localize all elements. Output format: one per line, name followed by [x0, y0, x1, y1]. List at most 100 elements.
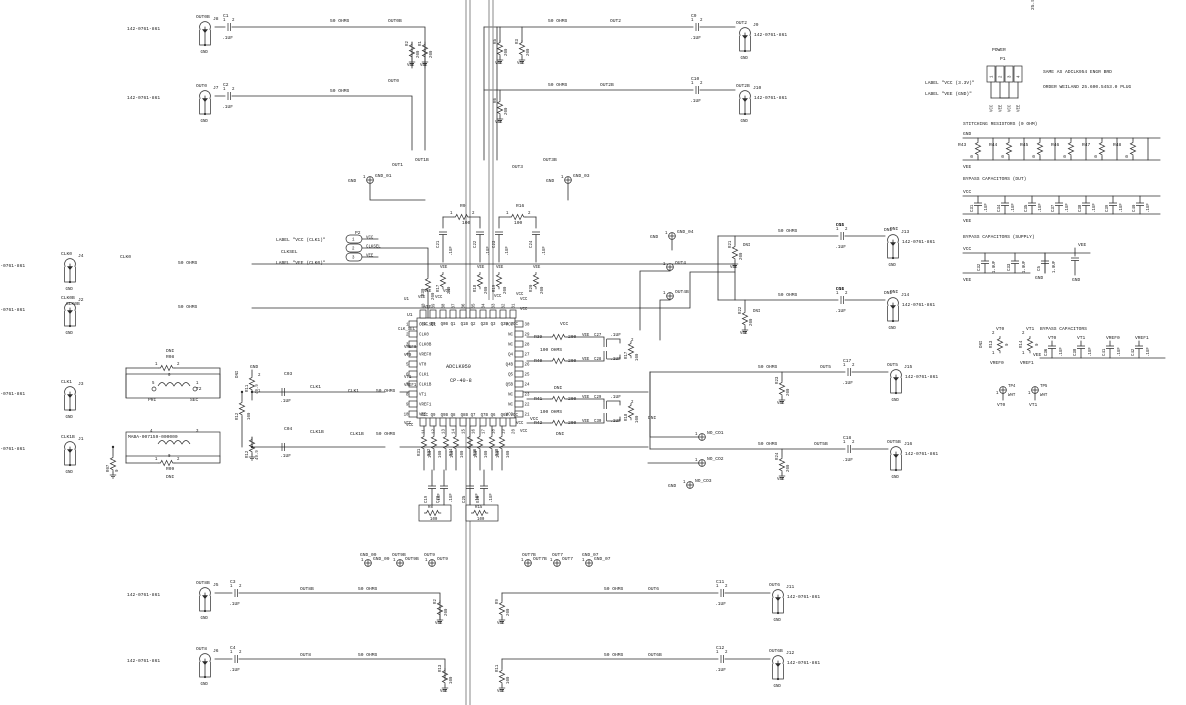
- svg-text:2: 2: [472, 212, 475, 216]
- svg-text:STITCHING RESISTORS (0 OHM): STITCHING RESISTORS (0 OHM): [963, 121, 1037, 127]
- svg-text:VCC: VCC: [963, 189, 972, 195]
- svg-text:VCC: VCC: [963, 246, 972, 252]
- svg-text:1: 1: [663, 292, 666, 296]
- svg-text:6: 6: [406, 374, 409, 378]
- svg-text:OUT3B: OUT3B: [543, 157, 557, 163]
- svg-text:.1UF: .1UF: [229, 667, 240, 673]
- net-label: OUT2: [610, 18, 621, 24]
- svg-text:1: 1: [663, 263, 666, 267]
- svg-text:0: 0: [970, 154, 973, 160]
- svg-text:C16: C16: [836, 286, 845, 292]
- svg-text:1: 1: [155, 458, 158, 462]
- sma-connector[interactable]: GNDCLK1J3142-0761-861: [0, 379, 84, 420]
- svg-text:CLK_SEL: CLK_SEL: [398, 328, 416, 332]
- svg-text:1: 1: [352, 239, 355, 243]
- svg-text:Q9B: Q9B: [441, 414, 449, 418]
- ic-pin-left: 7 CLK1B: [406, 380, 432, 388]
- svg-text:200: 200: [740, 252, 744, 260]
- svg-text:C20: C20: [437, 495, 441, 503]
- svg-text:27: 27: [525, 354, 530, 358]
- sma-connector[interactable]: GNDCLK0BJ2142-0761-861: [0, 295, 84, 336]
- svg-text:200: 200: [448, 286, 452, 294]
- svg-text:7: 7: [406, 384, 409, 388]
- svg-text:VCC: VCC: [520, 430, 528, 434]
- svg-text:VCC: VCC: [530, 416, 539, 422]
- sma-connector[interactable]: GNDCLK1BJ1142-0761-861: [0, 434, 84, 475]
- svg-text:GND: GND: [892, 476, 900, 480]
- svg-text:BYPASS CAPACITORS (SUPPLY): BYPASS CAPACITORS (SUPPLY): [963, 234, 1035, 240]
- svg-text:.1UF: .1UF: [835, 308, 846, 314]
- svg-text:.1UF: .1UF: [835, 244, 846, 250]
- svg-text:.1UF: .1UF: [450, 493, 454, 503]
- svg-text:Q6B: Q6B: [501, 414, 509, 418]
- svg-text:R6: R6: [494, 98, 498, 103]
- svg-text:4: 4: [150, 430, 153, 434]
- ic-package-label: CP-40-8: [450, 378, 472, 384]
- svg-text:OUT9: OUT9: [437, 556, 448, 562]
- sma-connector[interactable]: GNDCLK0J4142-0761-861: [0, 251, 84, 292]
- p1-power-header[interactable]: POWERP125.531.3435.01VCC2VEE3VCC4VEELABE…: [925, 0, 1131, 112]
- svg-text:C29: C29: [594, 396, 602, 400]
- svg-text:.1UF: .1UF: [1060, 347, 1064, 357]
- svg-text:R5: R5: [494, 39, 498, 44]
- svg-text:.1UF: .1UF: [1089, 347, 1093, 357]
- net-label: CLK1B: [350, 431, 364, 437]
- svg-text:VEE: VEE: [497, 690, 505, 694]
- svg-text:CLK1B: CLK1B: [310, 429, 324, 435]
- svg-text:142-0761-861: 142-0761-861: [127, 26, 160, 32]
- svg-text:142-0761-861: 142-0761-861: [787, 660, 820, 666]
- svg-text:C39: C39: [1106, 204, 1110, 212]
- svg-text:GND: GND: [201, 51, 209, 55]
- svg-text:Q4: Q4: [508, 354, 513, 358]
- svg-text:CLK1: CLK1: [61, 379, 72, 385]
- svg-text:R44: R44: [989, 142, 998, 148]
- svg-text:100: 100: [439, 450, 443, 458]
- svg-text:J9: J9: [753, 22, 759, 28]
- svg-text:R19: R19: [493, 284, 497, 292]
- svg-text:SAME AS ADCLK954 ENGR BRD: SAME AS ADCLK954 ENGR BRD: [1043, 69, 1112, 75]
- svg-text:.1UF: .1UF: [280, 453, 291, 459]
- svg-text:CLK1B: CLK1B: [419, 384, 432, 388]
- svg-text:P1: P1: [1000, 56, 1006, 62]
- svg-text:R8: R8: [428, 506, 433, 510]
- svg-text:.1UF: .1UF: [985, 203, 989, 213]
- svg-text:VT1: VT1: [1029, 402, 1038, 408]
- svg-text:VEE: VEE: [496, 266, 504, 270]
- svg-text:1: 1: [230, 651, 233, 655]
- net-label: 50 OHMS: [178, 304, 198, 310]
- svg-text:C26: C26: [477, 495, 481, 503]
- stitching-resistor-bank: STITCHING RESISTORS (0 OHM)GNDVEER430R44…: [958, 121, 1161, 170]
- svg-text:GND: GND: [66, 288, 74, 292]
- svg-text:100: 100: [475, 450, 479, 458]
- net-label: 50 OHMS: [548, 18, 568, 24]
- svg-text:Q7B: Q7B: [481, 414, 489, 418]
- svg-text:1: 1: [1028, 392, 1031, 396]
- svg-text:DNI: DNI: [166, 348, 175, 354]
- svg-text:OUT5: OUT5: [887, 362, 898, 368]
